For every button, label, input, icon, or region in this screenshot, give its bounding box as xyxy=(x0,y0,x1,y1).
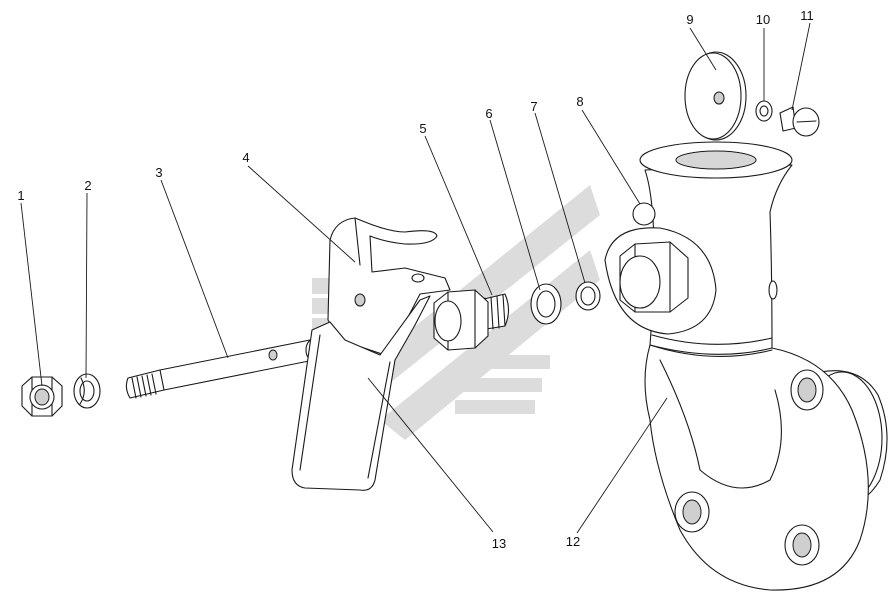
callout-13: 13 xyxy=(492,536,506,551)
part-2-washer xyxy=(73,373,101,409)
callout-2: 2 xyxy=(84,178,91,193)
callout-6: 6 xyxy=(485,106,492,121)
leader-lines xyxy=(20,22,811,534)
callout-1: 1 xyxy=(17,188,24,203)
part-7-washer xyxy=(575,281,601,311)
callout-12: 12 xyxy=(566,534,580,549)
callout-3: 3 xyxy=(155,165,162,180)
part-8-ball xyxy=(632,202,656,226)
part-3-shaft xyxy=(125,339,319,399)
callout-4: 4 xyxy=(242,150,249,165)
part-4-bracket xyxy=(327,217,451,356)
part-5-union xyxy=(433,289,510,351)
callout-11: 11 xyxy=(800,8,814,23)
callout-5: 5 xyxy=(419,121,426,136)
part-10-small-washer xyxy=(755,100,773,122)
part-6-seal-ring xyxy=(530,283,562,325)
part-11-screw xyxy=(779,106,820,137)
callout-9: 9 xyxy=(686,12,693,27)
part-1-hex-nut xyxy=(21,376,63,417)
part-12-housing xyxy=(604,141,888,591)
callout-10: 10 xyxy=(756,12,770,27)
part-9-disc xyxy=(684,51,747,141)
callout-8: 8 xyxy=(576,94,583,109)
callout-7: 7 xyxy=(530,99,537,114)
part-13-lever xyxy=(291,295,431,491)
callout-labels: 1 2 3 4 5 6 7 8 9 10 11 12 13 xyxy=(17,8,813,551)
